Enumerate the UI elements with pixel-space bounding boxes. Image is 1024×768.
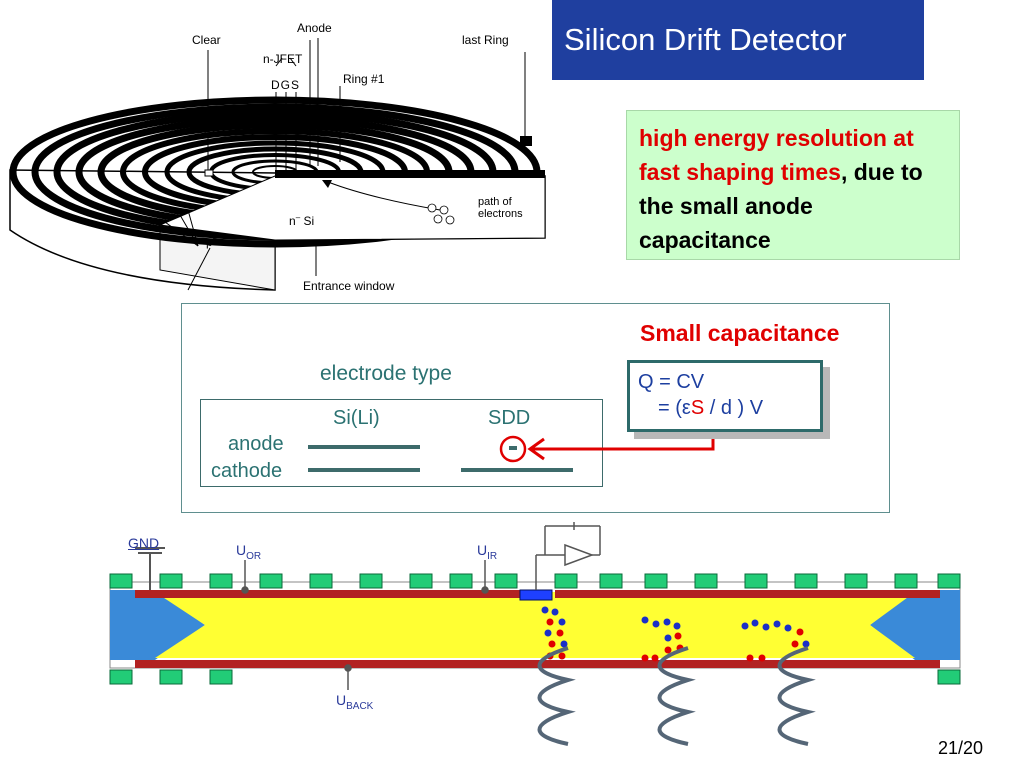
label-anode: Anode	[297, 21, 332, 35]
label-ring-1: Ring #1	[343, 72, 385, 86]
sdd-anode-mark	[509, 446, 517, 450]
label-gnd: GND	[128, 535, 160, 551]
pads-bottom	[109, 669, 961, 685]
terminals	[241, 560, 489, 690]
gnd-symbol	[135, 547, 165, 590]
electrode-table	[200, 399, 603, 487]
sdd-cathode-line	[461, 468, 573, 472]
page-number: 21/20	[938, 738, 984, 758]
amplifier	[535, 522, 601, 590]
claim-box: high energy resolution at fast shaping t…	[626, 110, 960, 260]
formula-box: Q = CV = (εS / d ) V	[627, 360, 823, 432]
label-p-plus: p+	[206, 234, 218, 249]
label-u-ir: UIR	[477, 542, 498, 562]
label-last-ring: last Ring	[462, 33, 509, 47]
xray-photons	[537, 646, 816, 746]
label-dgs: DGS	[271, 78, 301, 92]
anode-contact	[519, 589, 553, 601]
electrodes	[135, 590, 940, 668]
label-n-si: n– Si	[289, 213, 315, 228]
claim-black-text: , due to the small anode capacitance	[639, 159, 923, 253]
electron-path-arrow	[327, 181, 441, 211]
small-capacitance-heading: Small capacitance	[640, 320, 840, 346]
formula-line-1: Q = CV	[638, 371, 705, 393]
left-contact-region	[110, 590, 205, 660]
label-path-of-electrons: path of electrons	[478, 196, 523, 220]
label-u-back: UBACK	[336, 692, 374, 712]
label-u-or: UOR	[236, 542, 262, 562]
comparison-panel	[181, 303, 890, 513]
sili-cathode-line	[308, 468, 420, 472]
formula-line-2: = (εS / d ) V	[658, 397, 764, 419]
depleted-bulk	[155, 592, 915, 658]
claim-red-text: high energy resolution at fast shaping t…	[639, 125, 914, 185]
leader-lines	[164, 38, 526, 291]
pads-top	[109, 573, 961, 589]
charge-clusters	[541, 606, 810, 662]
col-header-sdd: SDD	[488, 407, 531, 429]
row-label-cathode: cathode	[211, 460, 283, 482]
electrode-type-label: electrode type	[320, 362, 452, 385]
sili-anode-line	[308, 445, 420, 449]
row-label-anode: anode	[228, 433, 284, 455]
slide-title: Silicon Drift Detector	[552, 0, 924, 80]
sdd-cutaway-diagram	[9, 38, 546, 291]
sdd-cross-section	[109, 522, 961, 746]
label-clear: Clear	[192, 33, 221, 47]
electrons-top	[427, 203, 455, 225]
label-entrance-window: Entrance window	[303, 279, 395, 293]
col-header-sili: Si(Li)	[333, 407, 380, 429]
label-n-jfet: n-JFET	[263, 52, 303, 66]
